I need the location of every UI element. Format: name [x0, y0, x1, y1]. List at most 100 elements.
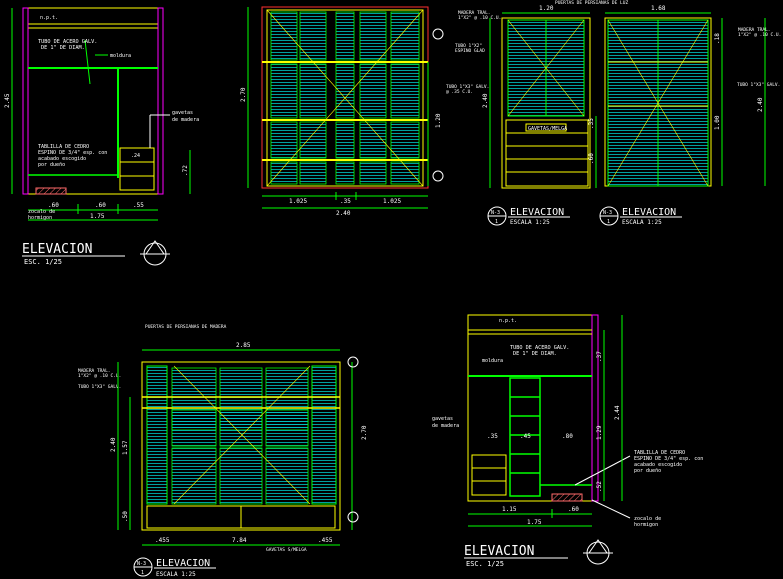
drawing-e-dim-right: 2.70	[361, 425, 368, 440]
louver-panel	[390, 161, 420, 185]
louver-panel	[171, 409, 217, 447]
louver-panel	[299, 161, 327, 185]
drawing-e-puertas: PUERTAS DE PERSIANAS DE MADERA	[145, 324, 227, 330]
svg-text:.24: .24	[131, 153, 140, 159]
drawing-f-dim-r2: 2.44	[614, 405, 621, 420]
drawing-f-zocalo-2: hormigon	[634, 522, 658, 528]
drawing-b-madera-label-2: 1"X2" @ .10 C.U.	[458, 15, 501, 21]
louver-panel	[270, 11, 298, 61]
drawing-a-dim-small: .72	[182, 165, 189, 176]
drawing-d-tag-top: N-3	[603, 210, 612, 216]
drawing-e-scale: ESCALA 1:25	[156, 571, 196, 578]
drawing-f-dim-r1: .37	[596, 351, 603, 362]
section-marker-icon	[140, 240, 170, 266]
drawing-b-dim-total: 2.40	[336, 210, 351, 217]
drawing-a-scale: ESC. 1/25	[24, 258, 62, 266]
louver-panel	[359, 11, 387, 61]
drawing-f-title: ELEVACION	[464, 544, 534, 559]
drawing-a-zocalo-label: zocalo de	[28, 209, 55, 215]
drawing-d-closet-elevation: 1.68 MADERA TRAL. 1"X2" @ .10 C.U. TUBO …	[599, 5, 781, 226]
drawing-a-gavetas-label: gavetas	[172, 110, 193, 116]
drawing-a-moldura-label: moldura	[110, 53, 131, 59]
drawing-f-tubo-label: TUBO DE ACERO GALV.	[510, 345, 569, 351]
drawing-f-dim-a: .35	[487, 433, 498, 440]
drawing-d-scale: ESCALA 1:25	[622, 219, 662, 226]
drawing-d-madera-label-2: 1"X2" @ .10 C.U.	[738, 32, 781, 38]
drawing-b-dim-w2: .35	[340, 198, 351, 205]
drawing-e-tubo-label: TUBO 1"X3" GALV.	[78, 384, 121, 390]
drawing-c-puertas: PUERTAS DE PERSIANAS DE LUZ	[555, 0, 628, 6]
louver-panel	[171, 447, 217, 505]
drawing-e-madera-label: MADERA TRAL.	[78, 368, 111, 374]
drawing-e-dim-low: .50	[122, 511, 129, 522]
drawing-f-zocalo: zocalo de	[634, 516, 661, 522]
drawing-b-madera-label: MADERA TRAL.	[458, 10, 491, 16]
louver-panel	[299, 63, 327, 119]
drawing-c-gavetas: GAVETAS/MELGA	[528, 126, 567, 132]
drawing-c-tag-bottom: 1	[495, 219, 498, 225]
louver-panel	[270, 121, 298, 159]
drawing-f-dim-b: .45	[520, 433, 531, 440]
drawing-f-dim-b2: .60	[568, 506, 579, 513]
drawing-c-dim-w: 1.20	[539, 5, 554, 12]
drawing-c-tubo-label-2: ESPINO GLAD	[455, 48, 485, 54]
drawing-a-dim-d3: .55	[133, 202, 144, 209]
drawing-f-dim-c: .80	[562, 433, 573, 440]
drawing-a-dim-height: 2.45	[4, 93, 11, 108]
drawing-b-tubo-label: TUBO 1"X3" GALV.	[446, 84, 489, 90]
drawing-a-tablilla-label-2: ESPINO DE 3/4" esp. con	[38, 150, 107, 156]
drawing-e-title: ELEVACION	[156, 558, 210, 569]
drawing-c-tag-top: N-3	[491, 210, 500, 216]
drawing-a-dim-d1: .60	[48, 202, 59, 209]
drawing-c-tubo-label: TUBO 1"X2"	[455, 43, 482, 49]
drawing-c-scale: ESCALA 1:25	[510, 219, 550, 226]
drawing-c-title: ELEVACION	[510, 207, 564, 218]
drawing-d-madera-label: MADERA TRAL.	[738, 27, 771, 33]
drawing-e-dim-b3: .455	[318, 537, 333, 544]
drawing-f-gavetas-label: gavetas	[432, 416, 453, 422]
drawing-b-dim-w3: 1.025	[383, 198, 401, 205]
louver-panel	[335, 161, 355, 185]
louver-panel	[219, 447, 263, 505]
drawing-d-tag-bottom: 1	[607, 219, 610, 225]
drawing-e-gavetas: GAVETAS S/MELGA	[266, 547, 307, 553]
section-marker-icon	[583, 539, 613, 565]
drawing-a-tablilla-label-3: acabado escogido	[38, 156, 86, 162]
drawing-f-moldura: moldura	[482, 358, 503, 364]
drawing-e-dim-b2: 7.84	[232, 537, 247, 544]
louver-panel	[359, 121, 387, 159]
louver-panel	[265, 409, 309, 447]
drawing-f-dim-r3: 1.29	[596, 425, 603, 440]
drawing-a-npt-label: n.p.t.	[40, 15, 58, 21]
drawing-c-dim-h: 2.40	[482, 93, 489, 108]
drawing-a-tubo-label: TUBO DE ACERO GALV.	[38, 39, 97, 45]
louver-panel	[335, 121, 355, 159]
drawing-e-tag-bottom: 1	[141, 570, 144, 576]
louver-panel	[390, 63, 420, 119]
drawing-e-dim-mid: 1.57	[122, 440, 129, 455]
drawing-a-closet-section: n.p.t. TUBO DE ACERO GALV. DE 1" DE DIAM…	[4, 7, 199, 266]
drawing-f-tubo-label-2: DE 1" DE DIAM.	[513, 351, 557, 357]
drawing-d-tubo-label: TUBO 1"X3" GALV.	[737, 82, 780, 88]
drawing-f-gavetas-label-2: de madera	[432, 423, 459, 429]
drawing-e-tag-top: N-3	[137, 561, 146, 567]
louver-panel	[335, 63, 355, 119]
drawing-c-closet-elevation: GAVETAS/MELGA 1.20 PUERTAS DE PERSIANAS …	[455, 0, 628, 226]
drawing-a-dim-d2: .60	[95, 202, 106, 209]
drawing-f-tablilla-label-4: por dueño	[634, 468, 661, 474]
louver-panel	[270, 63, 298, 119]
svg-text:.18: .18	[714, 33, 721, 44]
drawing-e-louver-closet: PUERTAS DE PERSIANAS DE MADERA 2.85 MADE…	[78, 324, 368, 578]
louver-panel	[335, 11, 355, 61]
louver-panel	[359, 161, 387, 185]
drawing-f-dim-total: 1.75	[527, 519, 542, 526]
drawing-f-closet-section: n.p.t. TUBO DE ACERO GALV. DE 1" DE DIAM…	[432, 314, 703, 568]
drawing-d-dim-mid: 1.00	[714, 115, 721, 130]
drawing-e-dim-b1: .455	[155, 537, 170, 544]
drawing-c-dim-mid: .35	[588, 118, 595, 129]
drawing-f-tablilla-label: TABLILLA DE CEDRO	[634, 450, 685, 456]
drawing-a-title: ELEVACION	[22, 242, 92, 257]
drawing-a-tablilla-label: TABLILLA DE CEDRO	[38, 144, 89, 150]
drawing-f-dim-b1: 1.15	[502, 506, 517, 513]
